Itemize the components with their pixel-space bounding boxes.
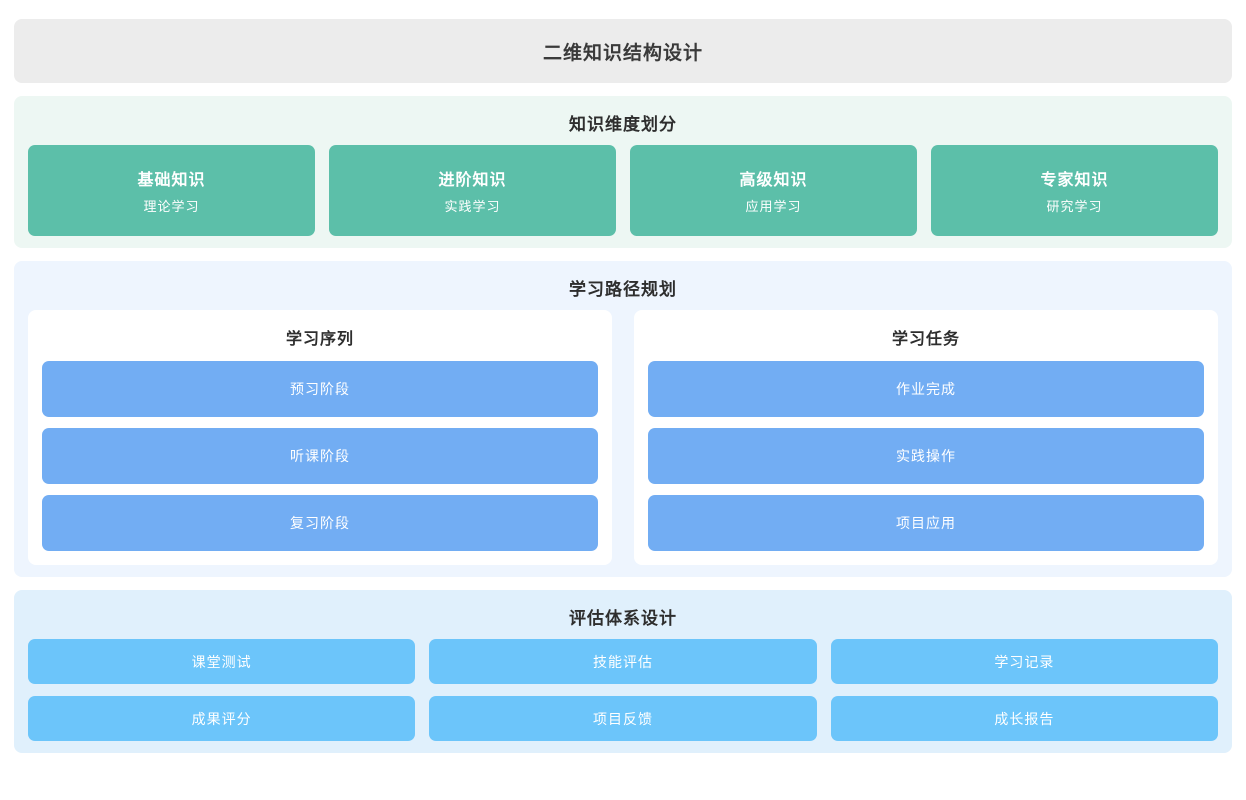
evaluation-item-outcome-score[interactable]: 成果评分 [28,696,416,741]
page-header: 二维知识结构设计 [14,19,1232,83]
evaluation-item-growth-report[interactable]: 成长报告 [830,696,1218,741]
learning-sequence-panel: 学习序列 预习阶段 听课阶段 复习阶段 [28,310,612,565]
knowledge-card-expert[interactable]: 专家知识 研究学习 [931,145,1218,236]
evaluation-item-classroom-test[interactable]: 课堂测试 [28,639,416,684]
learning-path-title: 学习路径规划 [569,280,677,299]
knowledge-card-title: 进阶知识 [438,172,507,189]
knowledge-dimension-section: 知识维度划分 基础知识 理论学习 进阶知识 实践学习 高级知识 应用学习 专家知… [14,96,1232,248]
knowledge-dimension-card-row: 基础知识 理论学习 进阶知识 实践学习 高级知识 应用学习 专家知识 研究学习 [28,145,1218,236]
knowledge-card-subtitle: 研究学习 [1046,199,1103,214]
knowledge-dimension-title: 知识维度划分 [569,115,677,134]
evaluation-item-skill-assessment[interactable]: 技能评估 [429,639,817,684]
evaluation-item-grid: 课堂测试 技能评估 学习记录 成果评分 项目反馈 成长报告 [28,639,1218,741]
learning-task-item-list: 作业完成 实践操作 项目应用 [648,361,1204,551]
knowledge-card-title: 专家知识 [1040,172,1109,189]
learning-path-section: 学习路径规划 学习序列 预习阶段 听课阶段 复习阶段 学习任务 作业完成 实践操… [14,261,1232,577]
learning-path-columns: 学习序列 预习阶段 听课阶段 复习阶段 学习任务 作业完成 实践操作 项目应用 [28,310,1218,565]
learning-task-item-practice[interactable]: 实践操作 [648,428,1204,484]
learning-sequence-item-preview[interactable]: 预习阶段 [42,361,598,417]
knowledge-card-intermediate[interactable]: 进阶知识 实践学习 [329,145,616,236]
evaluation-item-project-feedback[interactable]: 项目反馈 [429,696,817,741]
knowledge-card-subtitle: 理论学习 [143,199,200,214]
knowledge-card-subtitle: 实践学习 [444,199,501,214]
knowledge-card-advanced[interactable]: 高级知识 应用学习 [630,145,917,236]
knowledge-card-basic[interactable]: 基础知识 理论学习 [28,145,315,236]
knowledge-card-title: 基础知识 [137,172,206,189]
learning-sequence-item-review[interactable]: 复习阶段 [42,495,598,551]
learning-task-panel-title: 学习任务 [891,331,960,348]
knowledge-card-subtitle: 应用学习 [745,199,802,214]
knowledge-card-title: 高级知识 [739,172,808,189]
learning-task-item-project[interactable]: 项目应用 [648,495,1204,551]
evaluation-item-learning-record[interactable]: 学习记录 [830,639,1218,684]
learning-task-panel: 学习任务 作业完成 实践操作 项目应用 [634,310,1218,565]
page-title: 二维知识结构设计 [542,42,703,64]
learning-sequence-item-list: 预习阶段 听课阶段 复习阶段 [42,361,598,551]
learning-sequence-item-lecture[interactable]: 听课阶段 [42,428,598,484]
learning-task-item-homework[interactable]: 作业完成 [648,361,1204,417]
evaluation-system-section: 评估体系设计 课堂测试 技能评估 学习记录 成果评分 项目反馈 成长报告 [14,590,1232,753]
evaluation-system-title: 评估体系设计 [569,609,677,628]
learning-sequence-panel-title: 学习序列 [285,331,354,348]
